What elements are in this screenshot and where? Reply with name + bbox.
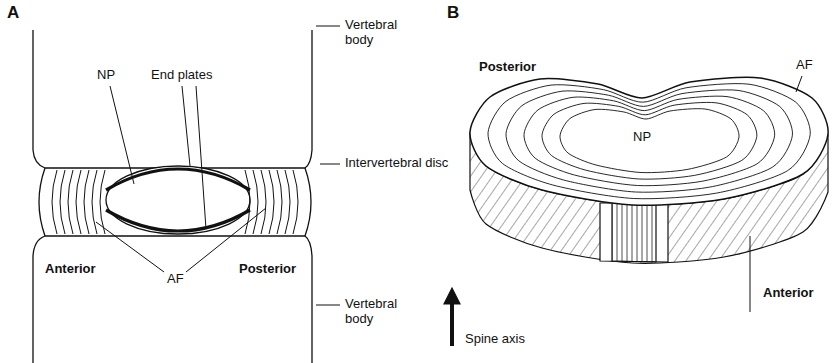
lamella xyxy=(84,170,89,234)
vertebral-body-outline xyxy=(33,236,45,363)
axis-label: Spine axis xyxy=(464,332,526,347)
spine-section xyxy=(33,26,340,363)
part-label: NP xyxy=(96,68,116,83)
part-label: AF xyxy=(166,272,185,287)
disc-top xyxy=(470,77,828,205)
end-plate xyxy=(106,169,250,190)
direction-label: Posterior xyxy=(238,262,297,277)
lamella xyxy=(293,170,298,234)
leader-line xyxy=(196,86,206,229)
lamella xyxy=(269,170,274,234)
lamella xyxy=(560,109,739,173)
leader-line xyxy=(316,26,340,27)
lamella xyxy=(542,102,757,179)
leader-line xyxy=(182,86,190,166)
part-label: AF xyxy=(795,58,814,73)
direction-label: Anterior xyxy=(762,286,815,301)
lamella xyxy=(52,170,57,234)
leader-line xyxy=(750,236,751,312)
vertebral-body-outline xyxy=(305,236,312,363)
disc-3d xyxy=(444,76,828,346)
axis-arrow xyxy=(450,302,454,346)
lamella xyxy=(60,170,65,234)
axis-arrow xyxy=(444,288,460,304)
end-plate xyxy=(106,210,250,231)
part-label: End plates xyxy=(150,68,213,83)
lamella xyxy=(253,170,258,234)
disc-cutaway xyxy=(612,203,656,262)
disc-cutaway xyxy=(600,203,668,262)
lamella xyxy=(76,170,81,234)
lamella xyxy=(506,90,793,192)
panel-letter: B xyxy=(446,3,460,23)
leader-line xyxy=(320,164,340,165)
part-label: Vertebral body xyxy=(344,18,424,48)
leader-line xyxy=(96,222,164,272)
lamella xyxy=(100,170,105,234)
lamella xyxy=(92,170,97,234)
nucleus-pulposus xyxy=(106,166,250,234)
panel-letter: A xyxy=(6,3,20,23)
vertebral-body-outline xyxy=(305,30,312,168)
lamella xyxy=(488,84,810,199)
part-label: Vertebral body xyxy=(344,297,424,327)
part-label: Intervertebral disc xyxy=(344,156,450,171)
disc-border xyxy=(45,235,305,236)
disc-border xyxy=(305,168,311,236)
lamella xyxy=(277,170,282,234)
lamella xyxy=(261,170,266,234)
disc-border xyxy=(39,168,45,236)
lamella xyxy=(524,96,775,186)
leader-line xyxy=(796,76,802,92)
part-label: NP xyxy=(632,130,652,145)
vertebral-body-outline xyxy=(33,30,45,168)
direction-label: Posterior xyxy=(478,60,537,75)
leader-line xyxy=(316,305,340,306)
leader-line xyxy=(110,86,134,184)
direction-label: Anterior xyxy=(44,262,97,277)
lamella xyxy=(285,170,290,234)
lamella xyxy=(68,170,73,234)
